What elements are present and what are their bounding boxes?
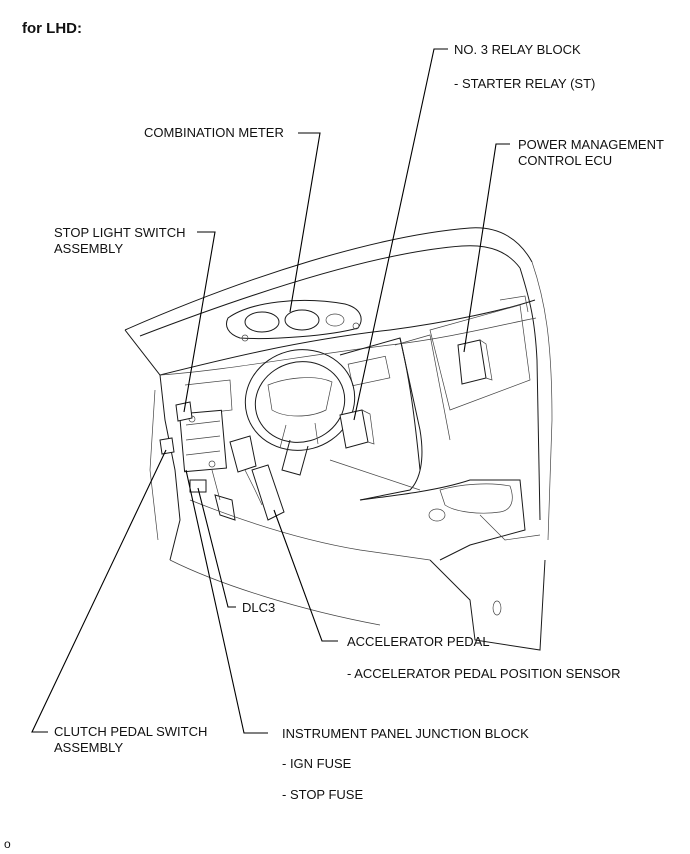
label-stop-fuse: - STOP FUSE [282, 787, 364, 802]
label-accelerator-pedal: ACCELERATOR PEDAL [347, 634, 490, 649]
brake-pedal [214, 494, 236, 521]
label-ipjb: INSTRUMENT PANEL JUNCTION BLOCK [282, 726, 529, 741]
center-console [359, 479, 526, 561]
leader-combination-meter [289, 132, 321, 313]
accelerator-pedal [251, 464, 285, 521]
junction-block [179, 409, 227, 473]
label-power-management-1: POWER MANAGEMENT [518, 137, 664, 152]
leader-clutch [31, 449, 167, 733]
leader-dlc3 [197, 487, 236, 608]
leader-relay-block [353, 48, 448, 421]
label-clutch-1: CLUTCH PEDAL SWITCH [54, 724, 208, 739]
leader-stop-light [183, 231, 216, 413]
label-ign-fuse: - IGN FUSE [282, 756, 352, 771]
accelerator-pedal-bracket [229, 435, 257, 473]
leader-power-management [463, 143, 510, 353]
clutch-pedal-switch [159, 437, 175, 455]
label-power-management-2: CONTROL ECU [518, 153, 613, 168]
label-stop-light-2: ASSEMBLY [54, 241, 124, 256]
label-combination-meter: COMBINATION METER [144, 125, 284, 140]
no3-relay-block [339, 409, 369, 449]
windshield-inner-line [139, 245, 521, 337]
gauge-right [284, 309, 320, 331]
gauge-left [244, 311, 280, 333]
label-clutch-2: ASSEMBLY [54, 740, 124, 755]
combination-meter-hood [226, 300, 362, 340]
label-no3-relay-block: NO. 3 RELAY BLOCK [454, 42, 581, 57]
label-accelerator-sensor: - ACCELERATOR PEDAL POSITION SENSOR [347, 666, 621, 681]
figure-code: o [4, 837, 11, 851]
power-management-ecu [457, 339, 487, 385]
center-stack [339, 337, 423, 501]
windshield-upper-line [124, 227, 533, 331]
label-stop-light-1: STOP LIGHT SWITCH [54, 225, 186, 240]
steering-wheel-inner [254, 361, 346, 443]
leader-accelerator [273, 509, 338, 642]
diagram-title: for LHD: [22, 20, 82, 37]
steering-wheel-outer [244, 349, 356, 451]
label-starter-relay: - STARTER RELAY (ST) [454, 76, 596, 91]
a-pillar [519, 267, 541, 521]
label-dlc3: DLC3 [242, 600, 276, 615]
leader-ipjb [185, 469, 268, 734]
